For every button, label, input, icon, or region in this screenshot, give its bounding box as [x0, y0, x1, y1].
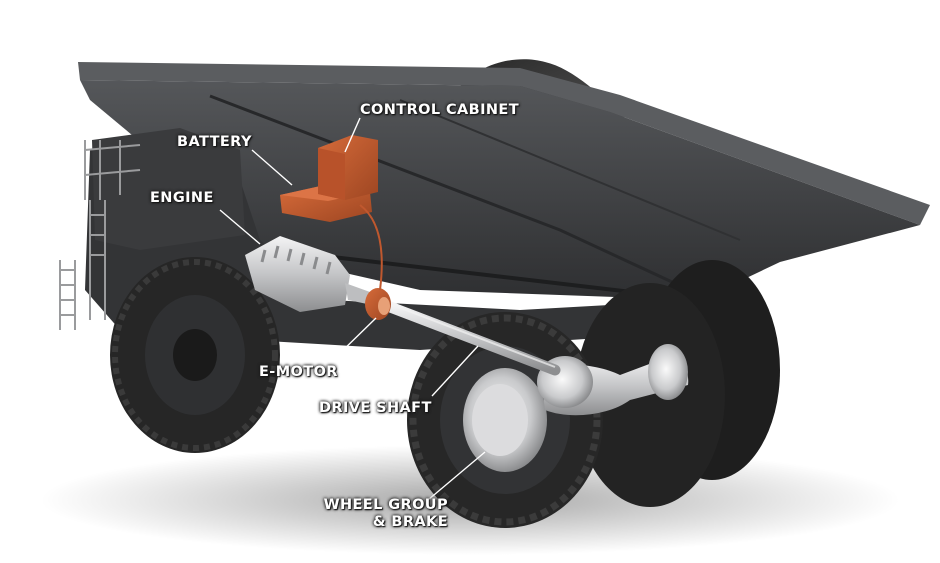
- e-motor-face: [378, 297, 390, 315]
- label-battery: BATTERY: [177, 134, 252, 150]
- leader-battery: [251, 149, 293, 186]
- label-drive-shaft: DRIVE SHAFT: [319, 400, 432, 416]
- drive-shaft-highlight: [384, 301, 556, 368]
- label-wheel-group-line1: WHEEL GROUP: [323, 497, 448, 513]
- label-e-motor: E-MOTOR: [259, 364, 338, 380]
- power-cable: [359, 204, 383, 291]
- rear-tire-near-tread: [409, 314, 601, 526]
- label-wheel-group: WHEEL GROUP & BRAKE: [318, 497, 448, 531]
- rear-tire-inner: [575, 283, 725, 507]
- label-wheel-group-line2: & BRAKE: [372, 514, 448, 530]
- control-cabinet-face: [318, 148, 345, 200]
- rear-axle-flange: [648, 344, 688, 400]
- leader-wheel-group: [427, 451, 486, 501]
- label-control-cabinet: CONTROL CABINET: [360, 102, 520, 118]
- leader-e-motor: [334, 317, 377, 359]
- front-tire-tread: [112, 259, 278, 451]
- leader-lines: [219, 117, 486, 501]
- front-hub: [173, 329, 217, 381]
- label-engine: ENGINE: [150, 190, 214, 206]
- handrails: [59, 140, 141, 330]
- leader-drive-shaft: [431, 345, 479, 397]
- engine-fins: [260, 245, 332, 275]
- dump-bed-rib: [399, 99, 741, 241]
- truck-cab: [92, 128, 245, 250]
- dump-bed-rib: [209, 94, 701, 297]
- engine-block: [245, 236, 350, 312]
- leader-control-cabinet: [344, 117, 361, 153]
- drive-shaft: [379, 299, 561, 376]
- dump-bed-rim: [78, 62, 930, 225]
- engine-coupling: [345, 283, 372, 305]
- leader-engine: [219, 209, 261, 245]
- wheel-group-hub-face: [472, 384, 528, 456]
